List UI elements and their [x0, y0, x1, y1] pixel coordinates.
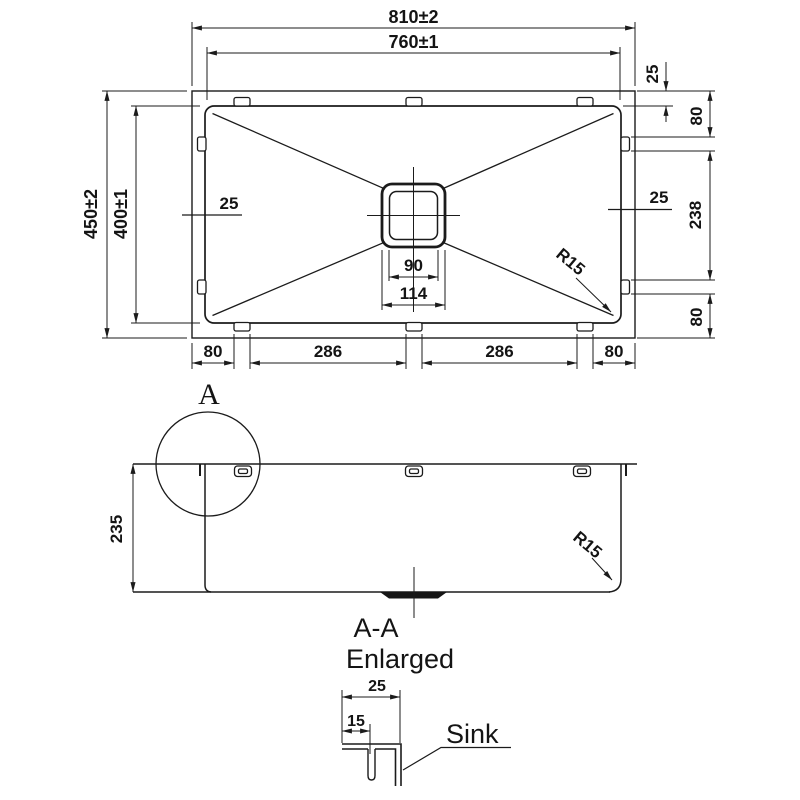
dim-width-outer: 810±2: [191, 7, 636, 86]
dim-right-top-offset-label: 80: [687, 107, 706, 126]
mounting-clips: [196, 96, 631, 332]
dim-right-clip-span: 238: [631, 150, 715, 281]
sink-callout: Sink: [402, 719, 511, 771]
dim-bottom-span-right-label: 286: [485, 342, 513, 361]
dim-right-bottom-offset-label: 80: [687, 308, 706, 327]
detail-callout-circle: [155, 411, 261, 517]
dim-drain-outer: 114: [381, 250, 446, 310]
dim-height-outer: 450±2: [81, 90, 187, 339]
dim-bottom-left-offset-label: 80: [204, 342, 223, 361]
sink-leader-line: [402, 746, 511, 771]
dim-width-inner: 760±1: [206, 32, 621, 100]
side-right-wall: [608, 464, 622, 593]
dim-rim-top-right: 25: [623, 62, 715, 122]
dim-bottom-row: 80 286 286 80: [191, 334, 636, 369]
dim-drain-inner: 90: [388, 250, 439, 281]
drain-outer-square: [380, 182, 447, 249]
detail-title-line2: Enlarged: [346, 644, 454, 674]
dim-right-clip-span-label: 238: [686, 201, 705, 229]
dim-width-outer-label: 810±2: [389, 7, 439, 27]
dim-depth: 235: [107, 463, 136, 593]
side-clips: [233, 465, 592, 478]
dim-depth-label: 235: [107, 515, 126, 543]
dim-rim-left-label: 25: [220, 194, 239, 213]
dim-drain-inner-label: 90: [404, 256, 423, 275]
dim-height-outer-label: 450±2: [81, 189, 101, 239]
side-view: A 235 R15: [107, 378, 637, 618]
dim-height-inner: 400±1: [111, 105, 200, 324]
drain-inner-square: [388, 190, 439, 241]
dim-height-inner-label: 400±1: [111, 189, 131, 239]
dim-corner-radius-side-view: R15: [569, 527, 613, 581]
corner-radius-label: R15: [552, 244, 588, 279]
drain: [367, 167, 460, 312]
dim-drain-outer-label: 114: [400, 284, 428, 303]
dim-right-top-offset: 80: [631, 90, 715, 138]
dim-right-bottom-offset: 80: [631, 293, 715, 339]
dim-rim-top-right-label: 25: [643, 65, 662, 84]
detail-view: A-A Enlarged 25 15 Sink: [341, 613, 511, 786]
sink-callout-label: Sink: [446, 719, 499, 749]
detail-title-line1: A-A: [353, 613, 398, 643]
dim-rim-right: 25: [608, 188, 672, 211]
rim-profile: [342, 743, 402, 786]
dim-bottom-span-left-label: 286: [314, 342, 342, 361]
top-view: 810±2 760±1 450±2 400±1 25: [81, 7, 715, 369]
dim-bottom-right-offset-label: 80: [605, 342, 624, 361]
detail-marker-label: A: [198, 378, 220, 411]
dim-rim-left: 25: [182, 194, 242, 216]
basin-slope-diagonals: [212, 112, 614, 317]
dim-rim-right-label: 25: [650, 188, 669, 207]
dim-flange-width: 25: [341, 678, 401, 743]
dim-flange-width-label: 25: [368, 678, 386, 695]
corner-radius-side-label: R15: [569, 527, 605, 562]
dim-channel-offset: 15: [341, 713, 371, 754]
side-left-wall: [204, 464, 212, 593]
dim-width-inner-label: 760±1: [389, 32, 439, 52]
dim-channel-offset-label: 15: [347, 713, 365, 730]
